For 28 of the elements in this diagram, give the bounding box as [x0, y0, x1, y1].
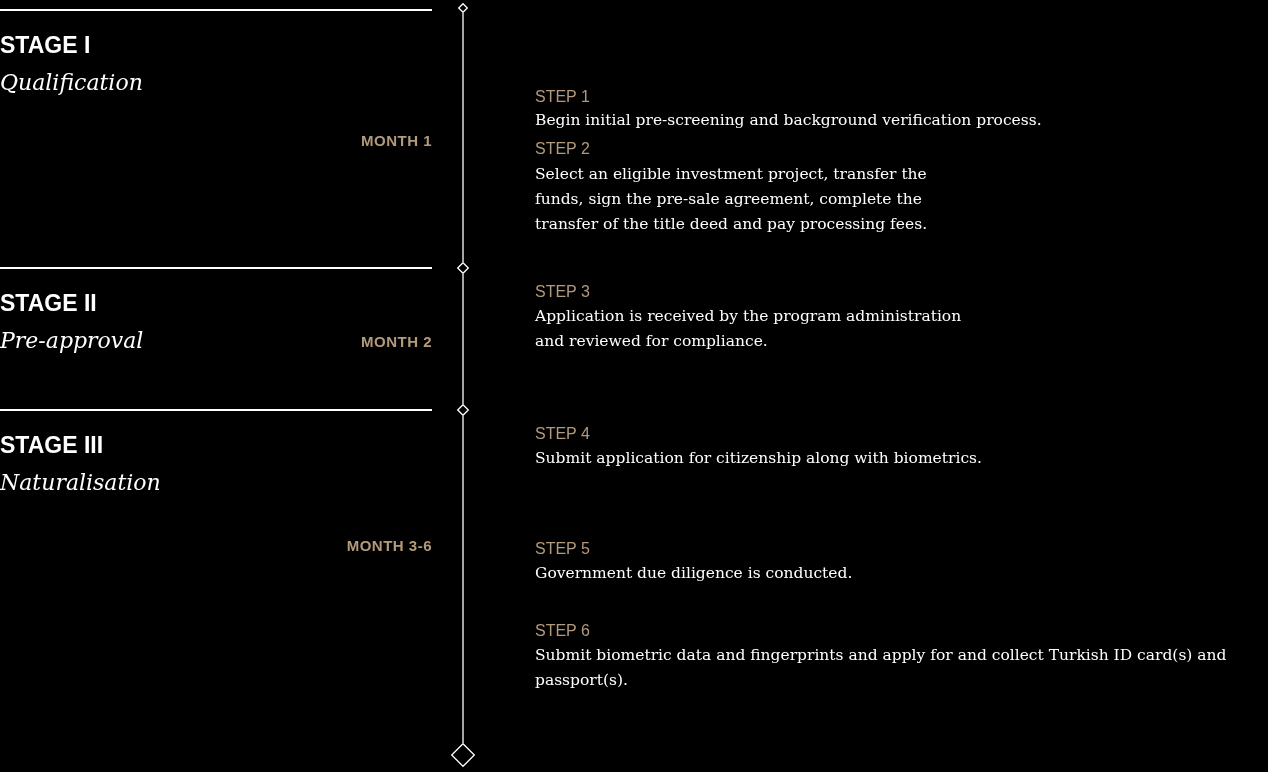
diamond-marker — [457, 404, 469, 416]
step-description: Submit biometric data and fingerprints and apply for and collect Turkish ID card(s) and passport(s). — [535, 645, 1228, 691]
month-label: MONTH 3-6 — [346, 537, 432, 554]
timeline-line — [462, 12, 464, 263]
stage-heading: STAGE III — [0, 432, 104, 458]
timeline-line — [462, 273, 464, 405]
step-number: STEP 1 — [535, 88, 590, 105]
step-description: Application is received by the program administration and reviewed for compliance. — [535, 306, 963, 352]
stage-heading: STAGE I — [0, 32, 91, 58]
diamond-marker — [451, 743, 475, 767]
stage-name: Naturalisation — [0, 470, 161, 495]
stage-name: Qualification — [0, 70, 143, 95]
step-description: Submit application for citizenship along with biometrics. — [535, 448, 983, 469]
step-number: STEP 3 — [535, 283, 590, 300]
step-description: Government due diligence is conducted. — [535, 563, 854, 584]
step-number: STEP 4 — [535, 425, 590, 442]
month-label: MONTH 2 — [361, 333, 432, 350]
step-number: STEP 2 — [535, 140, 590, 157]
diamond-marker — [458, 3, 468, 13]
step-number: STEP 5 — [535, 540, 590, 557]
step-number: STEP 6 — [535, 622, 590, 639]
timeline-line — [462, 415, 464, 744]
diamond-marker — [457, 262, 469, 274]
step-description: Begin initial pre-screening and background verification process. — [535, 110, 1043, 131]
step-description: Select an eligible investment project, transfer the funds, sign the pre-sale agreement, complete the transfer of the title deed and pay processing fees. — [535, 164, 929, 235]
stage-name: Pre-approval — [0, 328, 144, 353]
stage-heading: STAGE II — [0, 290, 97, 316]
month-label: MONTH 1 — [361, 132, 432, 149]
